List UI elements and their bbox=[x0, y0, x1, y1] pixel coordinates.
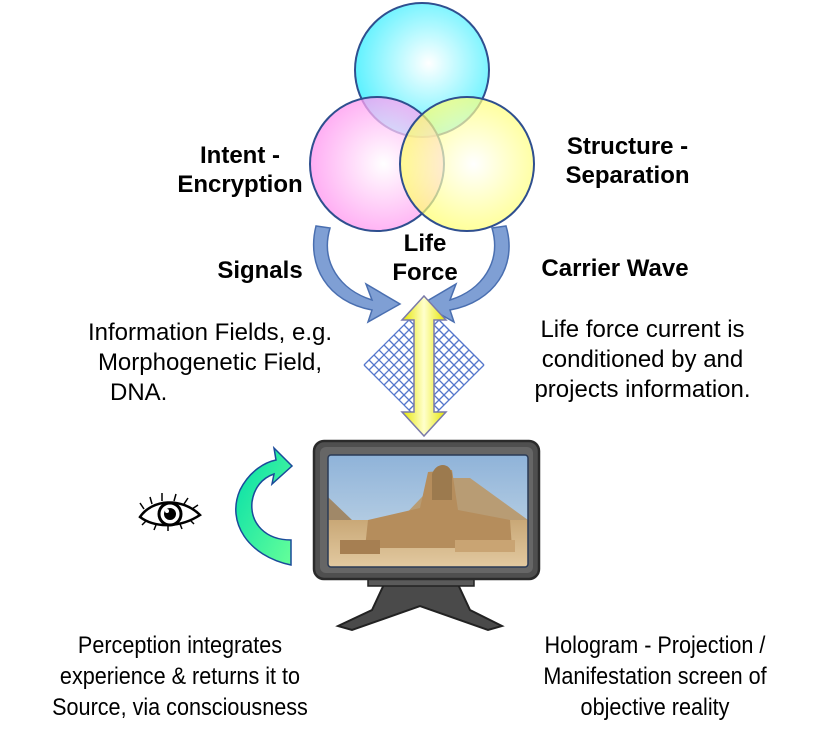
info-fields-line-2: Morphogenetic Field, bbox=[97, 349, 323, 376]
lfc-line-2: conditioned by and bbox=[541, 346, 744, 373]
eye-icon bbox=[138, 493, 202, 531]
perception-line-2: experience & returns it to bbox=[59, 663, 301, 691]
structure-line-1: Structure - bbox=[566, 133, 689, 160]
life-force-current-text: Life force current is conditioned by and… bbox=[505, 315, 780, 405]
monitor-screen-image bbox=[328, 455, 528, 567]
intent-line-2: Encryption bbox=[177, 170, 303, 198]
monitor-icon bbox=[312, 439, 541, 632]
lfc-line-1: Life force current is bbox=[540, 316, 745, 343]
info-fields-line-3: DNA. bbox=[110, 379, 168, 406]
double-arrow-icon bbox=[400, 294, 448, 438]
perception-line-3: Source, via consciousness bbox=[52, 694, 308, 722]
intent-line-1: Intent - bbox=[200, 142, 280, 169]
hologram-text: Hologram - Projection / Manifestation sc… bbox=[511, 630, 799, 724]
intent-label: Intent - Encryption bbox=[155, 142, 325, 200]
circle-right bbox=[399, 96, 535, 232]
structure-label: Structure - Separation bbox=[545, 133, 710, 191]
info-fields-text: Information Fields, e.g. Morphogenetic F… bbox=[65, 318, 355, 408]
life-force-line-1: Life bbox=[403, 230, 447, 257]
lfc-line-3: projects information. bbox=[534, 376, 751, 403]
hologram-line-1: Hologram - Projection / bbox=[544, 632, 766, 659]
hologram-line-2: Manifestation screen of bbox=[543, 663, 767, 691]
venn-diagram bbox=[309, 2, 535, 232]
life-force-line-2: Force bbox=[392, 258, 458, 286]
perception-text: Perception integrates experience & retur… bbox=[14, 630, 347, 724]
structure-line-2: Separation bbox=[565, 161, 690, 189]
hologram-line-3: objective reality bbox=[580, 694, 730, 722]
signals-label: Signals bbox=[217, 257, 303, 284]
carrier-wave-label: Carrier Wave bbox=[541, 255, 689, 282]
life-force-label: Life Force bbox=[380, 230, 470, 288]
curved-arrow-icon bbox=[235, 445, 294, 566]
info-fields-line-1: Information Fields, e.g. bbox=[87, 319, 333, 346]
perception-line-1: Perception integrates bbox=[77, 632, 283, 659]
signals-arrow bbox=[312, 225, 402, 324]
